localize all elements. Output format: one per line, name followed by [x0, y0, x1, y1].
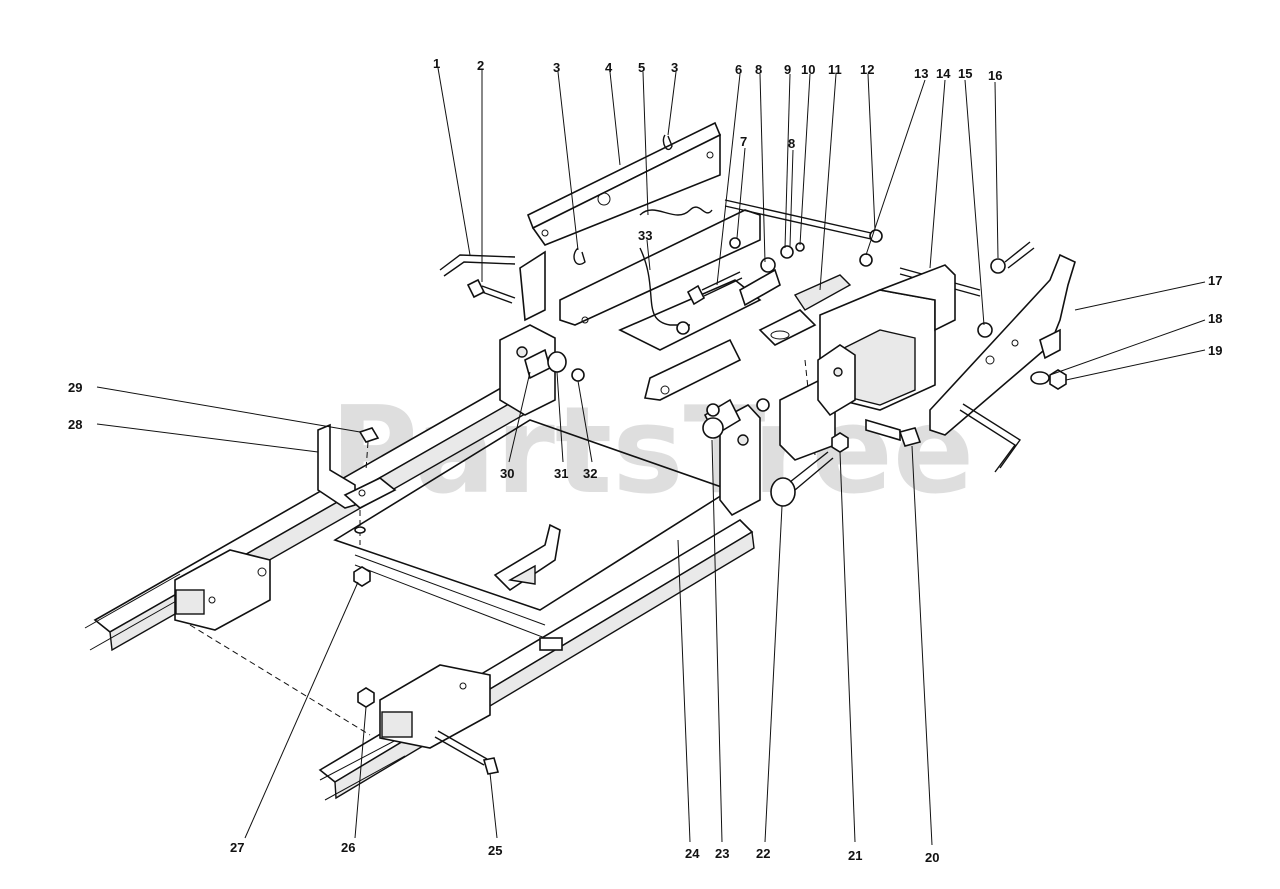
callout-4: 4 — [605, 60, 613, 75]
callout-12: 12 — [860, 62, 874, 77]
callout-25: 25 — [488, 843, 502, 858]
callout-3: 3 — [553, 60, 560, 75]
callout-6: 6 — [735, 62, 742, 77]
callout-27: 27 — [230, 840, 244, 855]
callout-5: 5 — [638, 60, 645, 75]
callout-1: 1 — [433, 56, 440, 71]
leader-lines — [96, 67, 1206, 846]
callout-29: 29 — [68, 380, 82, 395]
callout-8: 8 — [755, 62, 762, 77]
callout-19: 19 — [1208, 343, 1222, 358]
callout-17: 17 — [1208, 273, 1222, 288]
callout-16: 16 — [988, 68, 1002, 83]
callout-26: 26 — [341, 840, 355, 855]
callout-10: 10 — [801, 62, 815, 77]
callout-30: 30 — [500, 466, 514, 481]
callout-33: 33 — [638, 228, 652, 243]
callout-labels: 1 2 3 4 5 3 6 8 9 10 11 12 13 14 15 16 7… — [68, 56, 1222, 865]
callout-22: 22 — [756, 846, 770, 861]
hitch-assembly — [439, 121, 981, 461]
callout-23: 23 — [715, 846, 729, 861]
callout-13: 13 — [914, 66, 928, 81]
callout-9: 9 — [784, 62, 791, 77]
callout-20: 20 — [925, 850, 939, 865]
callout-3-second: 3 — [671, 60, 678, 75]
callout-2: 2 — [477, 58, 484, 73]
callout-14: 14 — [936, 66, 951, 81]
callout-18: 18 — [1208, 311, 1222, 326]
callout-8-second: 8 — [788, 136, 795, 151]
callout-28: 28 — [68, 417, 82, 432]
callout-7: 7 — [740, 134, 747, 149]
callout-11: 11 — [828, 62, 842, 77]
callout-32: 32 — [583, 466, 597, 481]
callout-31: 31 — [554, 466, 568, 481]
callout-24: 24 — [685, 846, 700, 861]
callout-21: 21 — [848, 848, 862, 863]
callout-15: 15 — [958, 66, 972, 81]
right-side-parts — [770, 241, 1076, 507]
